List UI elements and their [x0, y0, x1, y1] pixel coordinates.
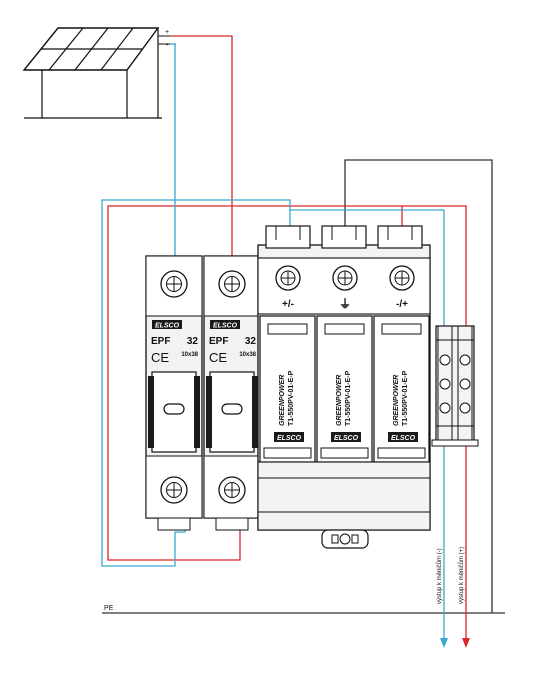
- arrester-terminal-screw[interactable]: [389, 265, 415, 291]
- positive-output-arrow: [462, 638, 470, 648]
- fuse-size-label: 10x38: [181, 352, 198, 358]
- terminal-blocks: [431, 325, 479, 447]
- fuse-size-label: 10x38: [239, 352, 256, 358]
- fuse-handle[interactable]: [221, 403, 243, 415]
- fuse-model-label: EPF: [209, 336, 228, 347]
- ce-mark: CE: [151, 350, 169, 365]
- fuse-terminal-screw[interactable]: [218, 270, 246, 298]
- positive-wire-panel: [170, 35, 233, 270]
- module-model-text: T1-550PV-01-E-P: [288, 370, 295, 426]
- module-brand-text: GREENPOWER: [279, 375, 286, 426]
- fuse-handle[interactable]: [163, 403, 185, 415]
- module-brand-text: GREENPOWER: [336, 375, 343, 426]
- earth-wire: [344, 159, 493, 613]
- negative-wire-output: [290, 209, 445, 640]
- module-logo: ELSCO: [277, 435, 302, 442]
- fuse-terminal-screw[interactable]: [160, 270, 188, 298]
- fuse-model-label: EPF: [151, 336, 170, 347]
- arrester-terminal-screw[interactable]: [332, 265, 358, 291]
- negative-wire-panel: [170, 43, 176, 270]
- fuse-brand-logo: ELSCO: [213, 323, 238, 330]
- fuse-terminal-screw[interactable]: [160, 476, 188, 504]
- ce-mark: CE: [209, 350, 227, 365]
- fuse-terminal-screw[interactable]: [218, 476, 246, 504]
- arrester-terminal-screw[interactable]: [275, 265, 301, 291]
- pe-label: PE: [104, 605, 114, 612]
- solar-panel: + -: [22, 27, 176, 119]
- terminal-label-plus-minus: +/-: [282, 299, 294, 310]
- terminal-label-earth: ⏚: [339, 297, 351, 311]
- module-logo: ELSCO: [334, 435, 359, 442]
- positive-wire-output: [402, 205, 467, 640]
- terminal-label-minus-plus: -/+: [396, 299, 408, 310]
- fuse-rating-label: 32: [245, 336, 257, 347]
- module-model-text: T1-550PV-01-E-P: [345, 370, 352, 426]
- negative-output-arrow: [440, 638, 448, 648]
- negative-output-label: výstup k měničům (-): [436, 548, 443, 604]
- module-logo: ELSCO: [391, 435, 416, 442]
- module-brand-text: GREENPOWER: [393, 375, 400, 426]
- din-rail-clip: [321, 529, 369, 549]
- wiring: [101, 35, 505, 648]
- module-model-text: T1-550PV-01-E-P: [402, 370, 409, 426]
- positive-output-label: výstup k měničům (+): [458, 547, 465, 604]
- fuse-rating-label: 32: [187, 336, 199, 347]
- panel-plus-label: +: [165, 29, 169, 36]
- fuse-brand-logo: ELSCO: [155, 323, 180, 330]
- panel-minus-label: -: [166, 42, 169, 49]
